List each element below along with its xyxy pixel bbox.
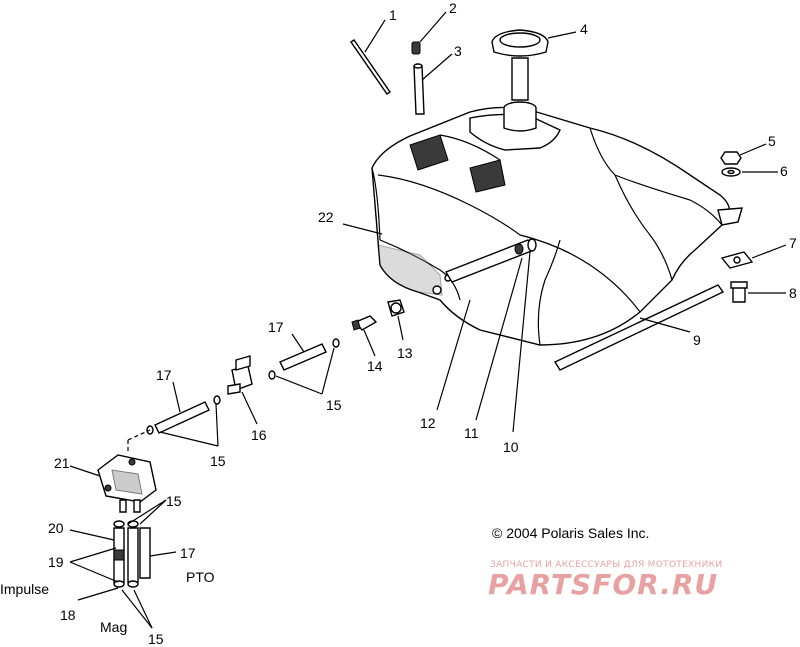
callout-11: 11 (464, 425, 479, 441)
callout-20: 20 (48, 520, 64, 536)
hose-upper (268, 338, 340, 380)
hose-middle (146, 395, 221, 435)
callout-21: 21 (54, 455, 70, 471)
grommet (387, 299, 405, 317)
watermark-tagline: ЗАПЧАСТИ И АКСЕССУАРЫ ДЛЯ МОТОТЕХНИКИ (490, 560, 722, 570)
callout-6: 6 (780, 163, 788, 179)
callout-13: 13 (397, 345, 413, 361)
callout-4: 4 (580, 21, 588, 37)
pump-hoses (113, 520, 151, 588)
pto-label: PTO (186, 569, 215, 585)
watermark-brand: PARTSFOR.RU (488, 568, 718, 601)
tank-strap (553, 284, 725, 371)
copyright-notice: © 2004 Polaris Sales Inc. (492, 525, 649, 541)
callout-14: 14 (367, 358, 383, 374)
callout-2: 2 (449, 0, 457, 16)
callout-10: 10 (503, 439, 519, 455)
callout-numbers: 1 2 3 4 5 6 7 8 9 10 11 12 13 14 15 15 1… (48, 0, 797, 647)
fuel-valve (227, 355, 253, 395)
callout-5: 5 (768, 133, 776, 149)
callout-17a: 17 (268, 319, 284, 335)
fuel-tank (371, 106, 743, 346)
bolt (730, 281, 748, 303)
callout-15b: 15 (210, 453, 226, 469)
mag-label: Mag (100, 619, 127, 635)
callout-15a: 15 (326, 397, 342, 413)
leader-lines (69, 11, 787, 629)
fuel-pump (97, 454, 157, 513)
impulse-label: Impulse (0, 581, 49, 597)
callout-8: 8 (789, 285, 797, 301)
callout-22: 22 (318, 209, 334, 225)
callout-9: 9 (693, 332, 701, 348)
callout-15d: 15 (148, 631, 164, 647)
callout-3: 3 (454, 43, 462, 59)
vent-parts (350, 39, 425, 115)
callout-18: 18 (60, 607, 76, 623)
callout-16: 16 (251, 427, 267, 443)
nut-washer (720, 151, 742, 177)
callout-7: 7 (789, 235, 797, 251)
callout-15c: 15 (166, 493, 182, 509)
callout-19: 19 (48, 554, 64, 570)
callout-1: 1 (389, 7, 397, 23)
gas-cap (491, 29, 549, 132)
callout-12: 12 (420, 415, 436, 431)
fitting (351, 315, 378, 331)
callout-17c: 17 (180, 545, 196, 561)
callout-17b: 17 (156, 367, 172, 383)
